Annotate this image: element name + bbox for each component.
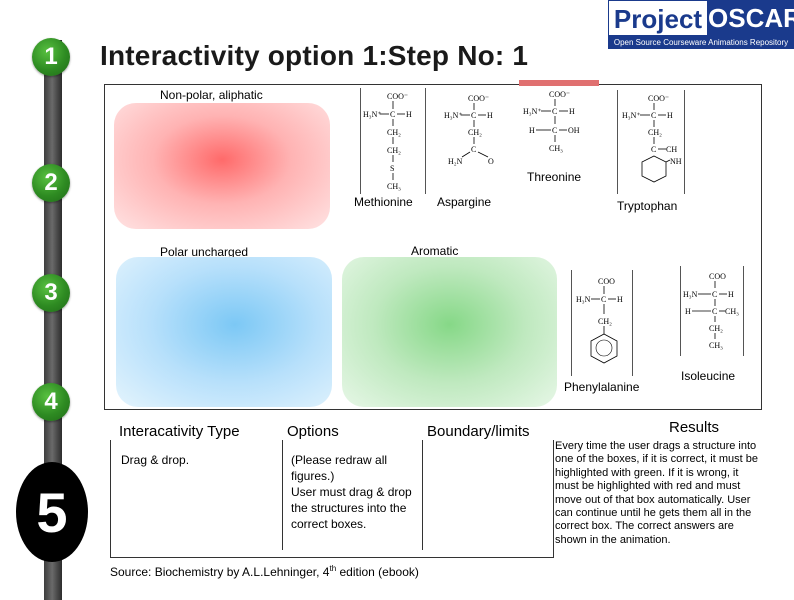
atom-label: H <box>487 111 493 120</box>
interactivity-type-header: Interacativity Type <box>119 423 240 440</box>
atom-label: H₂N <box>448 157 463 166</box>
atom-label: H₃N⁺ <box>523 107 542 116</box>
atom-label: COO <box>598 277 615 286</box>
phenylalanine-structure[interactable]: COO H₃N C H CH₂ <box>571 270 633 376</box>
atom-label: C <box>552 126 557 135</box>
atom-label: H <box>406 110 412 119</box>
logo-subtitle: Open Source Courseware Animations Reposi… <box>608 36 794 49</box>
tryptophan-structure[interactable]: COO⁻ H₃N⁺ C H CH₂ C CH NH <box>617 90 685 194</box>
column-divider <box>282 440 283 550</box>
methionine-structure[interactable]: COO⁻ H₃N⁺ C H CH₂ CH₂ S CH₃ <box>360 88 426 194</box>
atom-label: H₃N <box>683 290 698 299</box>
atom-label: CH₃ <box>549 144 563 153</box>
aromatic-box-label: Aromatic <box>411 244 459 258</box>
step-4-marker: 4 <box>32 383 70 421</box>
atom-label: C <box>651 111 656 120</box>
atom-label: H <box>529 126 535 135</box>
benzene-ring-icon <box>641 155 667 183</box>
atom-label: C <box>712 290 717 299</box>
project-oscar-logo: Project OSCAR Open Source Courseware Ani… <box>608 0 794 50</box>
atom-label: COO⁻ <box>648 94 669 103</box>
step-1-marker: 1 <box>32 38 70 76</box>
source-superscript: th <box>329 564 337 573</box>
boundary-header: Boundary/limits <box>427 423 530 440</box>
atom-label: C <box>552 107 557 116</box>
threonine-structure[interactable]: COO⁻ H₃N⁺ C H H C OH CH₃ <box>521 86 595 158</box>
source-text: Source: Biochemistry by A.L.Lehninger, 4 <box>110 565 330 579</box>
atom-label: CH₂ <box>387 146 401 155</box>
nonpolar-box-label: Non-polar, aliphatic <box>160 88 263 102</box>
atom-label: NH <box>670 157 682 166</box>
atom-label: CH₂ <box>468 128 482 137</box>
results-header: Results <box>669 419 720 436</box>
step-5-marker: 5 <box>16 462 88 562</box>
nonpolar-drop-box[interactable] <box>114 103 330 229</box>
atom-label: C <box>471 111 476 120</box>
isoleucine-diagram: COO H₃N C H H C CH₃ CH₂ CH₃ <box>683 272 739 350</box>
atom-label: C <box>471 145 476 154</box>
logo-wordmark: Project OSCAR <box>608 0 794 36</box>
atom-label: CH₃ <box>725 307 739 316</box>
atom-label: CH₃ <box>709 341 723 350</box>
logo-oscar-text: OSCAR <box>708 0 794 36</box>
polar-drop-box[interactable] <box>116 257 332 407</box>
threonine-diagram: COO⁻ H₃N⁺ C H H C OH CH₃ <box>523 90 580 153</box>
page-title: Interactivity option 1:Step No: 1 <box>100 40 529 71</box>
atom-label: H <box>617 295 623 304</box>
atom-label: COO⁻ <box>387 92 408 101</box>
options-value: (Please redraw all figures.) User must d… <box>291 453 412 531</box>
options-header: Options <box>287 423 339 440</box>
isoleucine-structure[interactable]: COO H₃N C H H C CH₃ CH₂ CH₃ <box>680 266 744 356</box>
info-table <box>110 440 554 558</box>
benzene-ring-icon <box>590 333 618 364</box>
atom-label: CH₂ <box>709 324 723 333</box>
atom-label: C <box>601 295 606 304</box>
column-divider <box>422 440 423 550</box>
polar-box-label: Polar uncharged <box>160 245 249 259</box>
atom-label: CH₂ <box>387 128 401 137</box>
logo-project-text: Project <box>608 0 708 36</box>
results-value: Every time the user drags a structure in… <box>555 440 758 546</box>
interactivity-type-value: Drag & drop. <box>121 453 190 467</box>
atom-label: CH₃ <box>387 182 401 191</box>
step-2-marker: 2 <box>32 164 70 202</box>
atom-label: H <box>667 111 673 120</box>
atom-label: CH₂ <box>648 128 662 137</box>
methionine-label: Methionine <box>354 195 413 209</box>
tryptophan-diagram: COO⁻ H₃N⁺ C H CH₂ C CH NH <box>622 94 682 183</box>
atom-label: O <box>488 157 494 166</box>
methionine-diagram: COO⁻ H₃N⁺ C H CH₂ CH₂ S CH₃ <box>363 92 412 191</box>
atom-label: H <box>685 307 691 316</box>
atom-label: H <box>728 290 734 299</box>
isoleucine-label: Isoleucine <box>681 369 736 383</box>
aromatic-drop-box[interactable] <box>342 257 557 407</box>
atom-label: H₃N <box>576 295 591 304</box>
source-citation: Source: Biochemistry by A.L.Lehninger, 4… <box>110 564 419 579</box>
atom-label: H₃N⁺ <box>444 111 463 120</box>
phenylalanine-label: Phenylalanine <box>564 380 640 394</box>
atom-label: H₃N⁺ <box>363 110 382 119</box>
atom-label: C <box>390 110 395 119</box>
atom-label: COO <box>709 272 726 281</box>
phenylalanine-diagram: COO H₃N C H CH₂ <box>576 277 623 364</box>
atom-label: S <box>390 164 394 173</box>
atom-label: COO⁻ <box>549 90 570 99</box>
atom-label: H <box>569 107 575 116</box>
aspargine-structure[interactable]: COO⁻ H₃N⁺ C H CH₂ C H₂N O <box>438 90 508 168</box>
aspargine-label: Aspargine <box>437 195 492 209</box>
aspargine-diagram: COO⁻ H₃N⁺ C H CH₂ C H₂N O <box>444 94 494 166</box>
atom-label: C <box>712 307 717 316</box>
atom-label: OH <box>568 126 580 135</box>
atom-label: COO⁻ <box>468 94 489 103</box>
decorative-strip <box>519 80 599 86</box>
tryptophan-label: Tryptophan <box>617 199 678 213</box>
atom-label: H₃N⁺ <box>622 111 641 120</box>
source-suffix: edition (ebook) <box>336 565 419 579</box>
atom-label: C <box>651 145 656 154</box>
atom-label: CH₂ <box>598 317 612 326</box>
threonine-label: Threonine <box>527 170 582 184</box>
step-3-marker: 3 <box>32 274 70 312</box>
atom-label: CH <box>666 145 677 154</box>
